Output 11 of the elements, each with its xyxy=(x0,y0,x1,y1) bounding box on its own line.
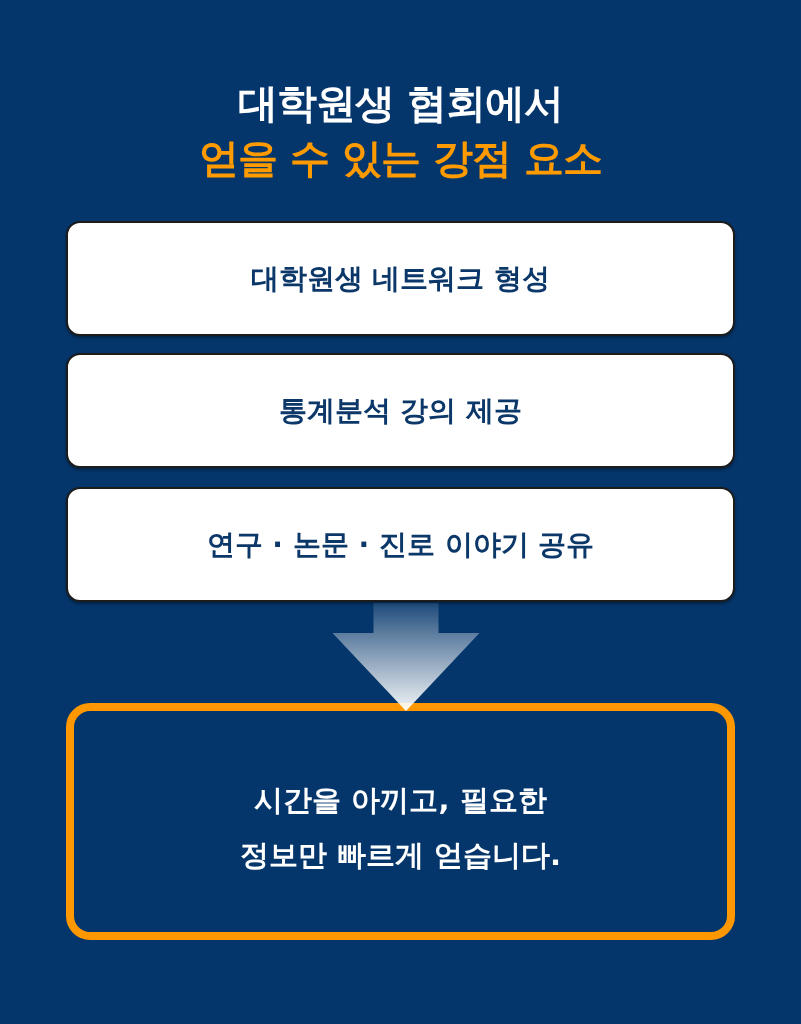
summary-text: 시간을 아끼고, 필요한 정보만 빠르게 얻습니다. xyxy=(238,781,563,874)
down-arrow xyxy=(332,603,480,711)
benefit-card xyxy=(66,487,735,602)
title: 대학원생 협회에서 xyxy=(238,79,563,128)
benefit-card xyxy=(66,221,735,336)
benefit-text: 연구 · 논문 · 진로 이야기 공유 xyxy=(206,527,595,562)
benefit-text: 대학원생 네트워크 형성 xyxy=(250,261,551,296)
benefit-card xyxy=(66,353,735,468)
summary-box xyxy=(66,703,735,940)
benefit-text: 통계분석 강의 제공 xyxy=(278,393,523,428)
subtitle: 얻을 수 있는 강점 요소 xyxy=(199,134,602,183)
